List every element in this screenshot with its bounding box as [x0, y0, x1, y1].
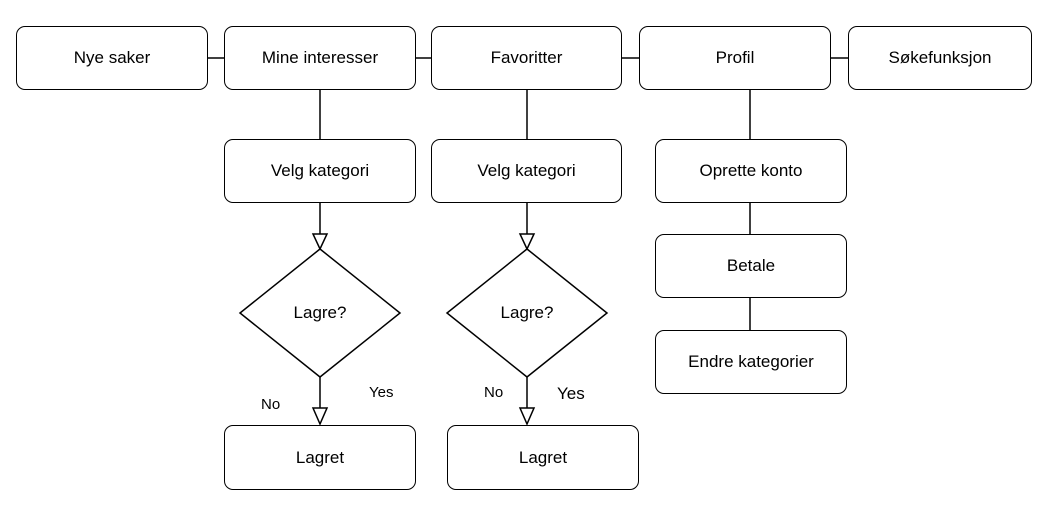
- lagret-box-1: Lagret: [224, 425, 416, 490]
- arrowhead-decision-1: [311, 233, 329, 251]
- arrowhead-lagret-2: [518, 407, 536, 426]
- arrowhead-lagret-1: [311, 407, 329, 426]
- lagret-box-2: Lagret: [447, 425, 639, 490]
- no-label-2: No: [484, 384, 504, 401]
- velg-kategori-box-1: Velg kategori: [224, 139, 416, 203]
- no-label-1: No: [261, 396, 281, 413]
- decision-label-1: Lagre?: [293, 303, 347, 322]
- profil-box: Profil: [639, 26, 831, 90]
- velg-kategori-box-2: Velg kategori: [431, 139, 622, 203]
- nye-saker-box: Nye saker: [16, 26, 208, 90]
- favoritter-box: Favoritter: [431, 26, 622, 90]
- arrowhead-decision-2: [518, 233, 536, 251]
- betale-box: Betale: [655, 234, 847, 298]
- sokefunksjon-box: Søkefunksjon: [848, 26, 1032, 90]
- yes-label-1: Yes: [369, 384, 394, 401]
- oprette-konto-box: Oprette konto: [655, 139, 847, 203]
- mine-interesser-box: Mine interesser: [224, 26, 416, 90]
- decision-label-2: Lagre?: [500, 303, 554, 322]
- endre-kategorier-box: Endre kategorier: [655, 330, 847, 394]
- yes-label-2: Yes: [557, 384, 585, 403]
